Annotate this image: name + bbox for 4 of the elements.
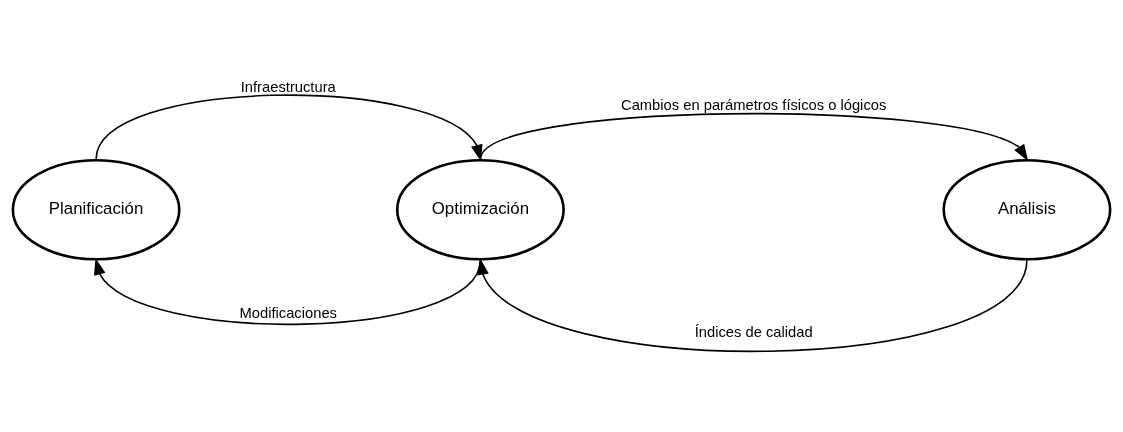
edge-label: Cambios en parámetros físicos o lógicos <box>621 96 887 113</box>
edge-label: Infraestructura <box>240 79 336 96</box>
edge-label: Modificaciones <box>239 305 337 322</box>
edge-label: Índices de calidad <box>694 324 813 341</box>
